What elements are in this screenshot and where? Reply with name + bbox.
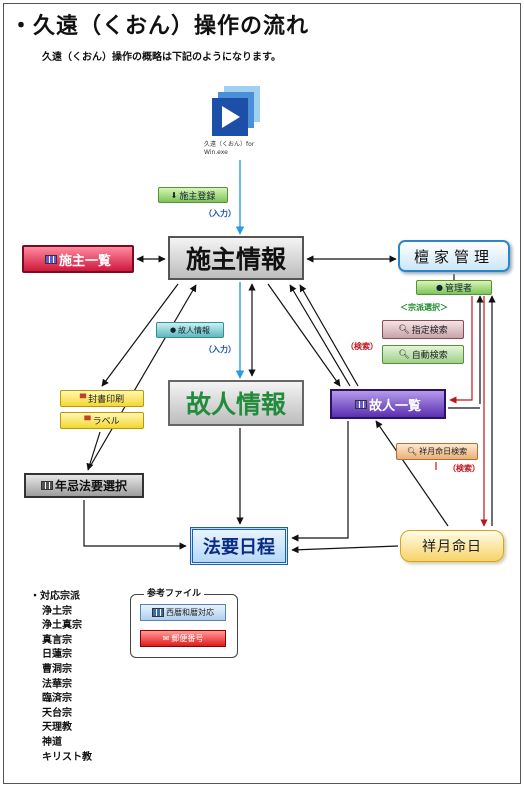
flow-kojinlist-to-houyou [291, 421, 349, 542]
table-icon [152, 608, 164, 617]
printer-icon: ▀ [84, 416, 91, 425]
sect-item: キリスト教 [42, 751, 92, 763]
kojin-list-label: 故人一覧 [368, 398, 421, 414]
flow-envelope-to-nenki [86, 431, 101, 471]
search-icon: 🔍︎ [398, 349, 410, 360]
nenki-select-label: 年忌法要選択 [54, 479, 127, 493]
danka-management-label: 檀家管理 [413, 247, 494, 266]
page-title: ・久遠（くおん）操作の流れ [10, 14, 310, 39]
search-label-1: （検索） [346, 342, 378, 351]
envelope-print-label: 封書印刷 [88, 395, 125, 405]
input-label-1: （入力） [204, 209, 236, 218]
kojin-register-label: 故人情報 [178, 325, 211, 335]
manager-button[interactable]: ● 管理者 [416, 280, 492, 295]
reference-files-title: 参考ファイル [144, 586, 205, 599]
sect-item: 曹洞宗 [42, 663, 72, 675]
donor-info-label: 施主情報 [185, 245, 286, 274]
flow-kojinlist-to-donor-a [289, 284, 351, 387]
kojin-info-label: 故人情報 [185, 390, 286, 419]
auto-search-button[interactable]: 🔍︎ 自動検索 [382, 345, 464, 364]
sect-select-label: ＜宗派選択＞ [400, 303, 448, 312]
printer-icon: ▀ [79, 394, 87, 403]
label-print-button[interactable]: ▀ ラベル [60, 412, 144, 429]
shoutsuki-search-button[interactable]: 🔍︎ 祥月命日検索 [396, 443, 478, 460]
shoutsuki-search-label: 祥月命日検索 [419, 447, 468, 456]
flow-shoutsuki-to-houyou [291, 545, 399, 554]
houyou-schedule-label: 法要日程 [203, 537, 275, 558]
person-icon: ● [436, 283, 443, 292]
sect-item: 天台宗 [42, 707, 72, 719]
sect-item: 日蓮宗 [42, 649, 72, 661]
donor-list-box[interactable]: 施主一覧 [22, 245, 134, 273]
kojin-info-box[interactable]: 故人情報 [168, 380, 304, 426]
sect-item: 浄土真宗 [42, 620, 82, 632]
supported-sects-list: ・対応宗派 浄土宗 浄土真宗 真言宗 日蓮宗 曹洞宗 法華宗 臨済宗 天台宗 天… [30, 590, 92, 765]
app-caption: 久遠（くおん）for Win.exe [204, 141, 254, 157]
kojin-register-button[interactable]: ● 故人情報 [156, 322, 224, 338]
danka-management-box[interactable]: 檀家管理 [398, 240, 510, 272]
shoutsuki-box[interactable]: 祥月命日 [400, 530, 504, 562]
specified-search-label: 指定検索 [411, 326, 448, 336]
flow-nenki-to-houyou [83, 500, 187, 550]
envelope-print-button[interactable]: ▀ 封書印刷 [60, 390, 144, 407]
person-icon: ● [169, 326, 177, 334]
label-print-label: ラベル [92, 417, 120, 427]
app-caption-line1: 久遠（くおん）for [204, 141, 255, 148]
sect-item: 浄土宗 [42, 605, 72, 617]
table-icon [44, 254, 57, 264]
sect-item: 臨済宗 [42, 693, 72, 705]
specified-search-button[interactable]: 🔍︎ 指定検索 [382, 320, 464, 339]
postal-code-label: 郵便番号 [171, 634, 204, 643]
page-subtitle: 久遠（くおん）操作の概略は下記のようになります。 [42, 52, 281, 63]
auto-search-label: 自動検索 [411, 351, 448, 361]
shoutsuki-label: 祥月命日 [422, 539, 482, 555]
app-logo-icon [212, 84, 262, 138]
nenki-select-box[interactable]: 年忌法要選択 [24, 473, 144, 498]
sect-item: 天理教 [42, 722, 72, 734]
sect-item: 法華宗 [42, 678, 72, 690]
kojin-list-box[interactable]: 故人一覧 [330, 389, 446, 419]
donor-register-button[interactable]: ⬇ 施主登録 [158, 187, 228, 203]
donor-list-label: 施主一覧 [58, 253, 111, 269]
houyou-schedule-box[interactable]: 法要日程 [190, 527, 288, 565]
app-caption-line2: Win.exe [204, 149, 228, 156]
page-frame [3, 3, 521, 784]
flow-shoutsuki-to-kojinlist [375, 420, 449, 527]
search-icon: 🔍︎ [398, 324, 410, 335]
sects-heading: ・対応宗派 [30, 591, 80, 602]
table-icon [354, 399, 367, 409]
flow-nenki-to-donor [87, 284, 197, 471]
sect-item: 真言宗 [42, 634, 72, 646]
manager-label: 管理者 [444, 284, 472, 294]
download-icon: ⬇ [170, 190, 178, 200]
reference-files-title-text: 参考ファイル [147, 589, 202, 599]
search-label-2: （検索） [448, 464, 480, 473]
calendar-conversion-label: 西暦和暦対応 [166, 608, 214, 617]
flow-kojinlist-to-donor-b [299, 284, 359, 387]
sect-item: 神道 [42, 736, 62, 748]
table-icon [40, 481, 53, 490]
calendar-conversion-button[interactable]: 西暦和暦対応 [140, 604, 226, 621]
postal-code-button[interactable]: ✉ 郵便番号 [140, 630, 226, 647]
donor-register-label: 施主登録 [179, 191, 216, 202]
envelope-icon: ✉ [162, 634, 170, 643]
donor-info-box[interactable]: 施主情報 [168, 236, 304, 280]
input-label-2: （入力） [204, 345, 236, 354]
search-icon: 🔍︎ [406, 447, 418, 456]
flow-search-red-a [449, 296, 473, 404]
flow-donor-to-kojinlist [267, 283, 341, 387]
flow-donor-to-envelope [101, 283, 179, 387]
